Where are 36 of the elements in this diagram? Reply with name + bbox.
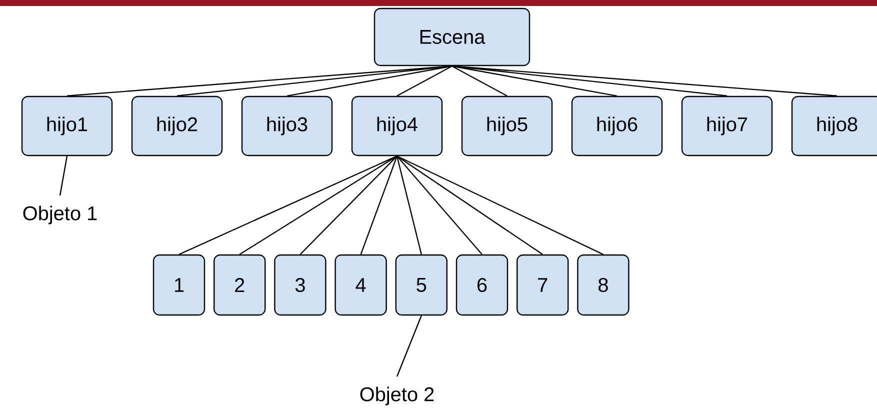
number-box: 6 [456, 254, 508, 316]
connector-line [176, 66, 452, 96]
object-label: Objeto 1 [23, 206, 97, 224]
connector-line [178, 156, 398, 255]
child-box: hijo1 [21, 96, 113, 156]
connector-line [452, 66, 508, 96]
child-box: hijo6 [571, 96, 663, 156]
number-box: 4 [334, 254, 387, 316]
connector-line [300, 156, 398, 255]
connector-line [452, 66, 838, 96]
connector-line [396, 156, 482, 255]
connector-line [396, 156, 604, 255]
child-box: hijo2 [131, 96, 223, 156]
connector-line [239, 156, 398, 255]
child-box: hijo7 [681, 96, 773, 156]
object-label: Objeto 2 [360, 386, 434, 406]
connector-line [286, 66, 452, 96]
connector-line [66, 66, 452, 96]
connector-line [360, 156, 398, 255]
number-box: 5 [395, 254, 448, 316]
leader-line [396, 315, 422, 377]
number-box: 3 [274, 254, 326, 316]
number-box: 1 [152, 254, 206, 316]
leader-line [59, 156, 68, 196]
child-box: hijo3 [241, 96, 333, 156]
connector-line [396, 66, 452, 96]
child-box: hijo4 [351, 96, 443, 156]
connector-line [452, 66, 618, 96]
child-box: hijo5 [461, 96, 553, 156]
node-box: Escena [374, 8, 530, 66]
number-box: 8 [577, 254, 630, 316]
connector-line [396, 156, 543, 255]
connector-line [396, 156, 422, 255]
number-box: 2 [214, 254, 266, 316]
number-box: 7 [516, 254, 569, 316]
child-box: hijo8 [791, 96, 877, 156]
